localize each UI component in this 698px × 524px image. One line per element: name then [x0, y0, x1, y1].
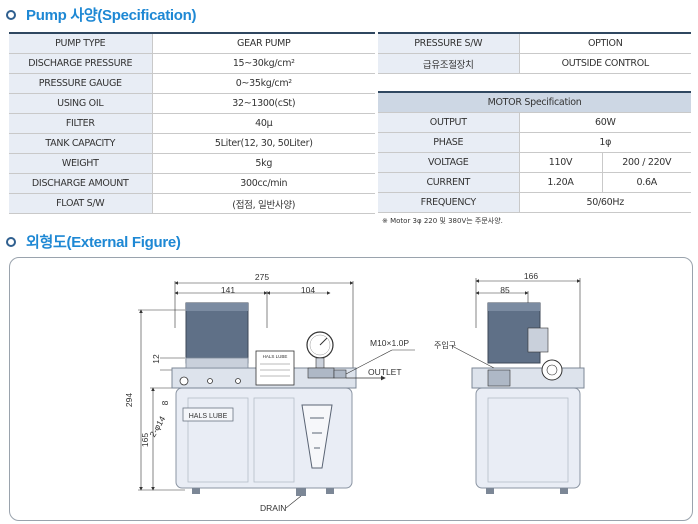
row-label: FILTER — [9, 113, 152, 134]
inlet-label: 주입구 — [434, 341, 456, 350]
row-label: CURRENT — [378, 172, 519, 193]
row-label: PRESSURE S/W — [378, 32, 519, 54]
row-label: 급유조절장치 — [378, 53, 519, 74]
bullet-circle-icon — [6, 9, 16, 20]
spec-section-title: Pump 사양(Specification) — [6, 4, 196, 25]
row-value: 1φ — [518, 132, 692, 153]
dim-294-label: 294 — [124, 393, 134, 407]
side-filter-cap — [541, 359, 563, 381]
row-value: 5Liter(12, 30, 50Liter) — [151, 133, 375, 154]
external-figure-panel: 275 141 104 294 165 12 8 2-φ14 HALS L — [9, 257, 693, 521]
row-value: OUTSIDE CONTROL — [518, 53, 691, 74]
row-label: PUMP TYPE — [9, 32, 152, 54]
dim-165-label: 165 — [140, 433, 150, 447]
row-label: FREQUENCY — [378, 192, 519, 213]
row-value: 200 / 220V — [601, 152, 692, 173]
row-value: GEAR PUMP — [151, 32, 375, 54]
row-value: 0.6A — [601, 172, 692, 193]
row-label: WEIGHT — [9, 153, 152, 174]
outlet-label: OUTLET — [368, 367, 402, 377]
row-label: TANK CAPACITY — [9, 133, 152, 154]
side-view: 166 85 주입구 — [434, 271, 585, 494]
table-row: FLOAT S/W(접점, 일반사양) — [9, 193, 375, 214]
dim-141-label: 141 — [221, 285, 235, 295]
table-row: MOTOR Specification — [378, 91, 692, 113]
row-label: VOLTAGE — [378, 152, 519, 173]
side-tank-body — [475, 387, 581, 489]
dim-166-label: 166 — [524, 271, 538, 281]
external-figure-drawing: 275 141 104 294 165 12 8 2-φ14 HALS L — [124, 271, 585, 513]
dim-8-label: 8 — [160, 400, 170, 405]
row-label: PHASE — [378, 132, 519, 153]
nameplate — [255, 350, 295, 386]
row-value: 32~1300(cSt) — [151, 93, 375, 114]
dim-12-label: 12 — [151, 354, 161, 364]
thread-label: M10×1.0P — [370, 338, 409, 348]
row-value: 5kg — [151, 153, 375, 174]
nameplate-label: HALS LUBE — [263, 354, 288, 359]
row-value: (접점, 일반사양) — [151, 193, 375, 214]
row-value: 1.20A — [518, 172, 602, 193]
motor-note: ※ Motor 3φ 220 및 380V는 주문사양. — [382, 217, 503, 225]
row-value: 0~35kg/cm² — [151, 73, 375, 94]
front-view: 275 141 104 294 165 12 8 2-φ14 HALS L — [124, 272, 415, 513]
row-value: 110V — [518, 152, 602, 173]
row-label: OUTPUT — [378, 112, 519, 133]
row-value: 50/60Hz — [518, 192, 692, 213]
row-value: OPTION — [518, 32, 691, 54]
row-value: 15~30kg/cm² — [151, 53, 375, 74]
motor-spec-header: MOTOR Specification — [378, 91, 692, 113]
figure-section-title: 외형도(External Figure) — [6, 231, 181, 252]
row-label: FLOAT S/W — [9, 193, 152, 214]
dim-275-label: 275 — [255, 272, 269, 282]
tank-label: HALS LUBE — [189, 413, 228, 420]
row-label: DISCHARGE AMOUNT — [9, 173, 152, 194]
drain-plug — [296, 488, 306, 496]
row-value: 300cc/min — [151, 173, 375, 194]
row-value: 40μ — [151, 113, 375, 134]
row-label: USING OIL — [9, 93, 152, 114]
dim-104-label: 104 — [301, 285, 315, 295]
row-value: 60W — [518, 112, 692, 133]
dim-2d14-label: 2-φ14 — [147, 414, 167, 439]
dim-85-label: 85 — [500, 285, 510, 295]
oil-level-gauge — [301, 404, 333, 469]
side-inlet-cap — [487, 369, 511, 387]
row-label: PRESSURE GAUGE — [9, 73, 152, 94]
motor-body — [185, 302, 249, 364]
tank-label-plate — [182, 407, 234, 422]
row-label: DISCHARGE PRESSURE — [9, 53, 152, 74]
drain-label: DRAIN — [260, 503, 286, 513]
bullet-circle-icon — [6, 236, 16, 247]
